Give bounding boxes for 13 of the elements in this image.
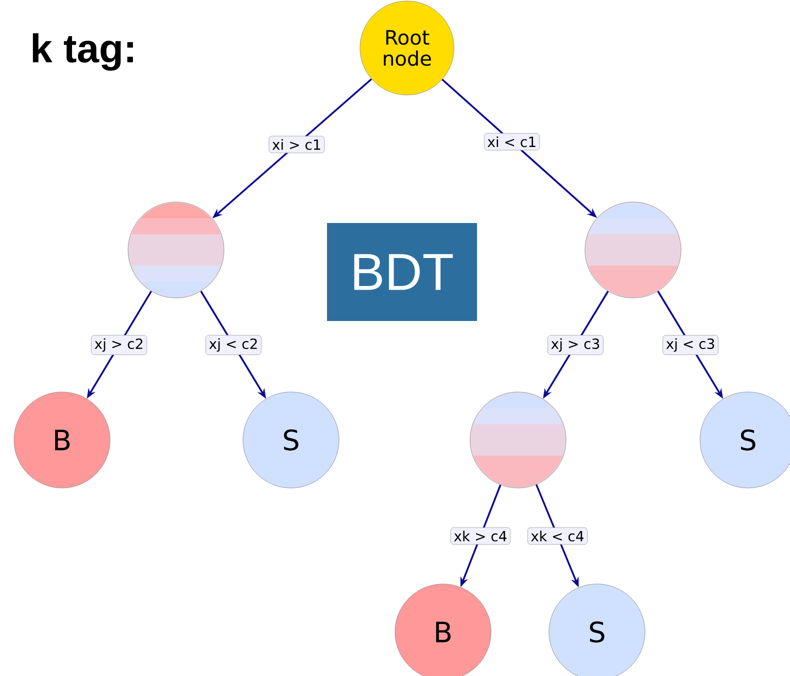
split-node-circle xyxy=(584,202,682,298)
edge-label: xj > c3 xyxy=(548,335,604,355)
edge-label: xj < c3 xyxy=(662,335,718,355)
edge-label: xi < c1 xyxy=(484,133,540,150)
edge-label: xj > c2 xyxy=(91,335,147,355)
title-banner: BDT xyxy=(327,223,477,321)
edge-label: xj < c2 xyxy=(206,335,262,355)
edge-label: xk > c4 xyxy=(450,527,511,545)
split-node-circle xyxy=(470,392,566,488)
split-node-circle xyxy=(128,202,224,298)
heading-text: k tag: xyxy=(32,33,133,71)
edge-label: xk < c4 xyxy=(528,527,588,545)
edge-label: xi > c1 xyxy=(268,136,325,154)
